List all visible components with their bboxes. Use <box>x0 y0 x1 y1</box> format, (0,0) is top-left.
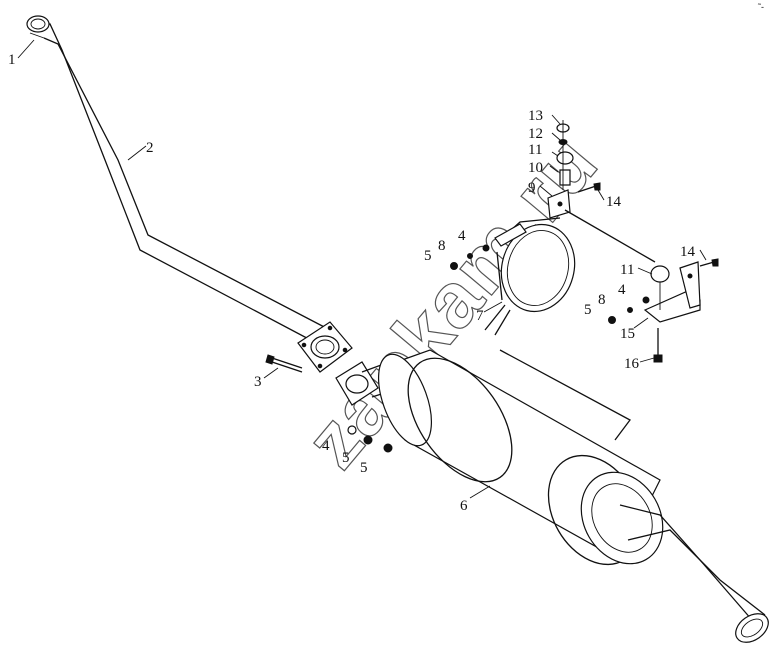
callout-1: 1 <box>8 52 16 68</box>
callout-15: 15 <box>620 326 635 342</box>
callout-5-clamp: 5 <box>424 248 432 264</box>
clamp-band <box>484 217 576 336</box>
callout-4-flange: 4 <box>322 438 330 454</box>
callout-4-clamp: 4 <box>458 228 466 244</box>
callout-5-flange-a: 5 <box>342 450 350 466</box>
callout-6: 6 <box>460 498 468 514</box>
callout-5-rear: 5 <box>584 302 592 318</box>
corner-mark: ˜- <box>757 2 764 12</box>
front-exhaust-pipe <box>26 15 331 346</box>
cushion-11b <box>650 265 670 283</box>
callout-3: 3 <box>254 374 262 390</box>
callout-12: 12 <box>528 126 543 142</box>
callout-7: 7 <box>476 308 484 324</box>
hardware <box>347 182 719 453</box>
rear-bracket <box>643 261 701 323</box>
callout-16: 16 <box>624 356 640 372</box>
front-flange <box>297 321 353 373</box>
callout-11-rear: 11 <box>620 262 634 278</box>
callout-8-rear: 8 <box>598 292 606 308</box>
callout-5-flange-b: 5 <box>360 460 368 476</box>
cushion-11a <box>556 151 574 165</box>
callout-13: 13 <box>528 108 543 124</box>
tail-pipe <box>619 504 769 643</box>
leader-lines <box>17 39 707 499</box>
callout-14-rear: 14 <box>680 244 696 260</box>
upper-bracket <box>547 189 656 263</box>
insulator-stack <box>556 120 574 190</box>
callout-8-clamp: 8 <box>438 238 446 254</box>
bolt-3 <box>265 354 303 373</box>
callout-14-upper: 14 <box>606 194 622 210</box>
spacer-10 <box>559 169 571 186</box>
callout-4-rear: 4 <box>618 282 626 298</box>
muffler <box>378 349 664 566</box>
callouts: 1 2 3 4 4 4 5 5 5 5 6 7 8 8 9 10 11 11 1… <box>8 52 696 514</box>
callout-2: 2 <box>146 140 154 156</box>
callout-11-upper: 11 <box>528 142 542 158</box>
callout-9: 9 <box>528 180 536 196</box>
callout-10: 10 <box>528 160 543 176</box>
inlet-end <box>26 15 50 33</box>
